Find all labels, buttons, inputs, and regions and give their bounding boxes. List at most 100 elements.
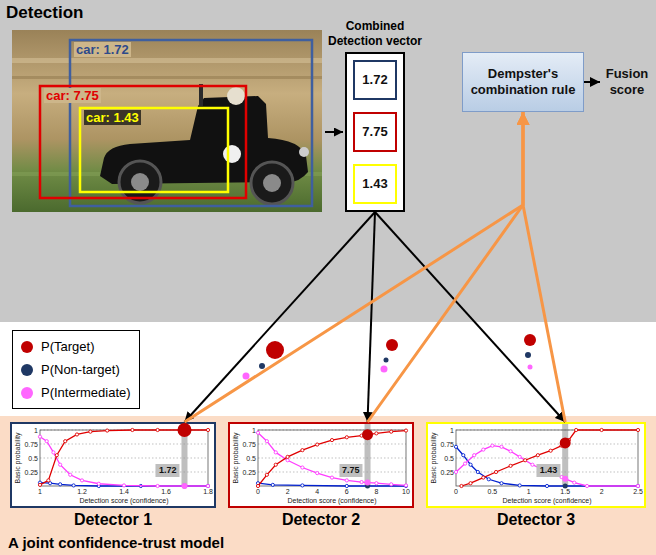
curve-marker (636, 484, 639, 487)
wheel-hub (263, 174, 281, 192)
tick-label: 1 (38, 487, 42, 496)
door-number (223, 145, 241, 163)
tick-label: 0 (256, 487, 260, 496)
curve-marker (122, 484, 125, 487)
grid-line (258, 430, 406, 431)
legend-text: P(Target) (41, 339, 94, 354)
node-text: Detector 2 (228, 510, 414, 529)
detection-label: car: 1.43 (84, 110, 141, 125)
curve-marker (64, 440, 67, 443)
curve-marker (301, 466, 304, 469)
node-text: Detector 3 (426, 510, 646, 529)
detection-box (70, 40, 312, 206)
score-callout: 1.72 (156, 464, 180, 477)
curve-marker (69, 473, 72, 476)
curve-marker (47, 479, 50, 482)
probability-dot (563, 484, 568, 489)
curve-marker (360, 480, 363, 483)
tick-label: 0.75 (440, 440, 454, 449)
node-text: Dempster's combination rule (466, 66, 580, 98)
curve-marker (375, 432, 378, 435)
curve-marker (454, 470, 457, 473)
curve-marker (265, 440, 268, 443)
tick-label: 1.2 (77, 487, 87, 496)
grid-line (40, 472, 208, 473)
curve-marker (97, 482, 100, 485)
score-callout: 7.75 (339, 464, 363, 477)
curve-marker (524, 459, 527, 462)
probability-dot (525, 352, 531, 358)
probability-plot (454, 424, 639, 489)
curve-marker (575, 428, 578, 431)
curve-marker (345, 479, 348, 482)
curve-marker (89, 430, 92, 433)
tick-label: 0.25 (242, 468, 256, 477)
tick-label: 0.5 (246, 454, 256, 463)
tick-label: 0.25 (440, 468, 454, 477)
curve-marker (181, 428, 184, 431)
tick-label: 0 (454, 487, 458, 496)
curve-marker (560, 444, 563, 447)
connector (584, 81, 600, 83)
score-box: 7.75 (353, 112, 397, 152)
tick-label: 0.75 (24, 440, 38, 449)
curve-marker (585, 484, 588, 487)
curve-marker (460, 484, 463, 487)
grid-line (456, 458, 638, 459)
curve-marker (491, 444, 494, 447)
curve-marker (469, 463, 472, 466)
detection-box (40, 86, 246, 198)
tick-label: 10 (402, 487, 410, 496)
connector (375, 212, 565, 422)
curve-marker (567, 438, 570, 441)
probability-dot (562, 476, 568, 482)
tick-label: 2 (286, 487, 290, 496)
curve-marker (560, 475, 563, 478)
curve-marker (316, 443, 319, 446)
score-box: 1.43 (353, 164, 397, 204)
axis-label: Basic probability (13, 433, 22, 484)
legend: P(Target)P(Non-target)P(Intermediate) (12, 330, 140, 409)
curve-marker (476, 470, 479, 473)
wheel-hub (131, 173, 149, 191)
tick-label: 1 (34, 426, 38, 435)
curve-marker (139, 484, 142, 487)
curve-marker (271, 483, 274, 486)
motion-blur (12, 76, 322, 79)
process-box: Dempster's combination rule (462, 52, 584, 112)
probability-dot (243, 373, 250, 380)
curve-marker (206, 484, 209, 487)
curve-marker (38, 435, 41, 438)
grid-line (40, 444, 208, 445)
curve-marker (131, 428, 134, 431)
tick-label: 1 (252, 426, 256, 435)
tick-label: 1 (527, 487, 531, 496)
probability-curve (456, 447, 638, 486)
curve-marker (509, 464, 512, 467)
probability-dot (365, 484, 370, 489)
plot-axes (258, 430, 406, 486)
axis-label: Basic probability (429, 433, 438, 484)
legend-text: P(Non-target) (41, 362, 120, 377)
probability-dot (181, 483, 187, 489)
detection-vector: Combined Detection vector1.727.751.43 (345, 52, 405, 212)
tick-label: 8 (374, 487, 378, 496)
curve-marker (301, 449, 304, 452)
curve-marker (97, 484, 100, 487)
curve-marker (518, 484, 521, 487)
probability-dot (381, 366, 388, 373)
connector (368, 112, 523, 422)
connector (184, 212, 375, 422)
curve-marker (156, 428, 159, 431)
curve-marker (573, 481, 576, 484)
curve-marker (72, 484, 75, 487)
probability-dot (362, 429, 373, 440)
curve-marker (345, 436, 348, 439)
score-box: 1.72 (353, 60, 397, 100)
plot-frame: Detector 2 (228, 422, 414, 508)
node-text: Combined Detection vector (320, 19, 430, 49)
detection-box (80, 108, 228, 192)
probability-curve (258, 433, 406, 486)
probability-dot (177, 423, 191, 437)
